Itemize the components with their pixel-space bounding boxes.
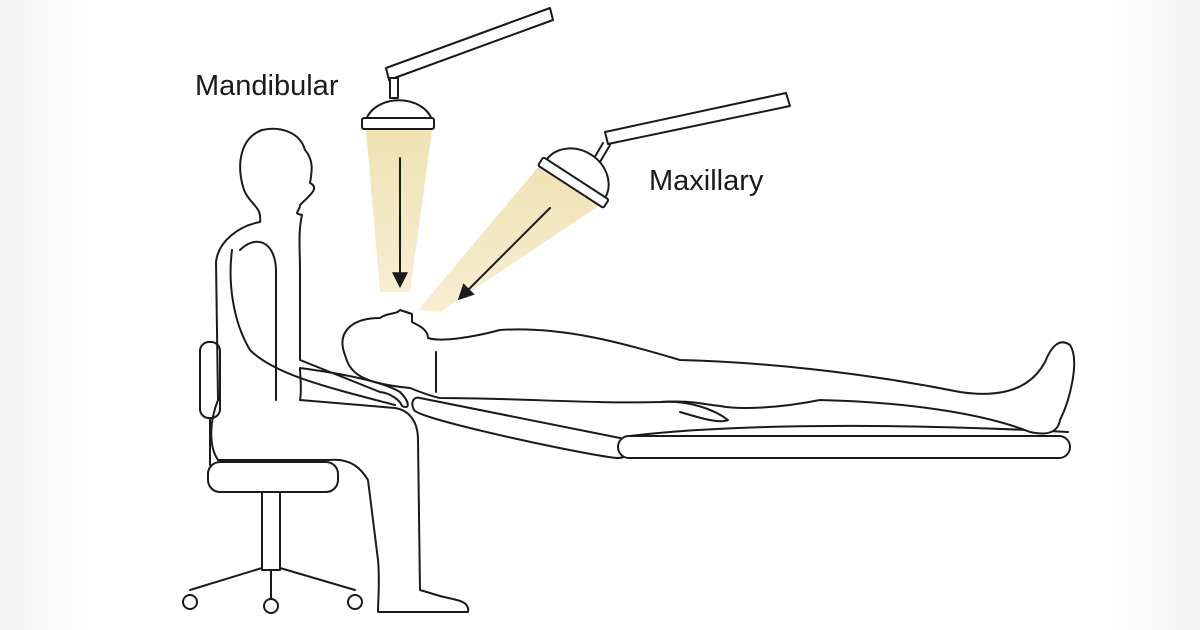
patient-hand [659,400,729,423]
treatment-table [411,396,1071,459]
arrow-diagonal-icon [457,207,551,301]
maxillary-lamp-icon [537,92,791,209]
maxillary-label: Maxillary [649,165,764,197]
operator-figure [210,127,470,613]
mandibular-lamp-icon [361,7,554,130]
operator-torso-line [239,240,277,401]
operator-stool [182,341,363,614]
maxillary-light-beam [418,165,600,312]
mandibular-label: Mandibular [195,70,339,102]
operator-arm [229,249,396,406]
patient-figure [341,309,1076,435]
